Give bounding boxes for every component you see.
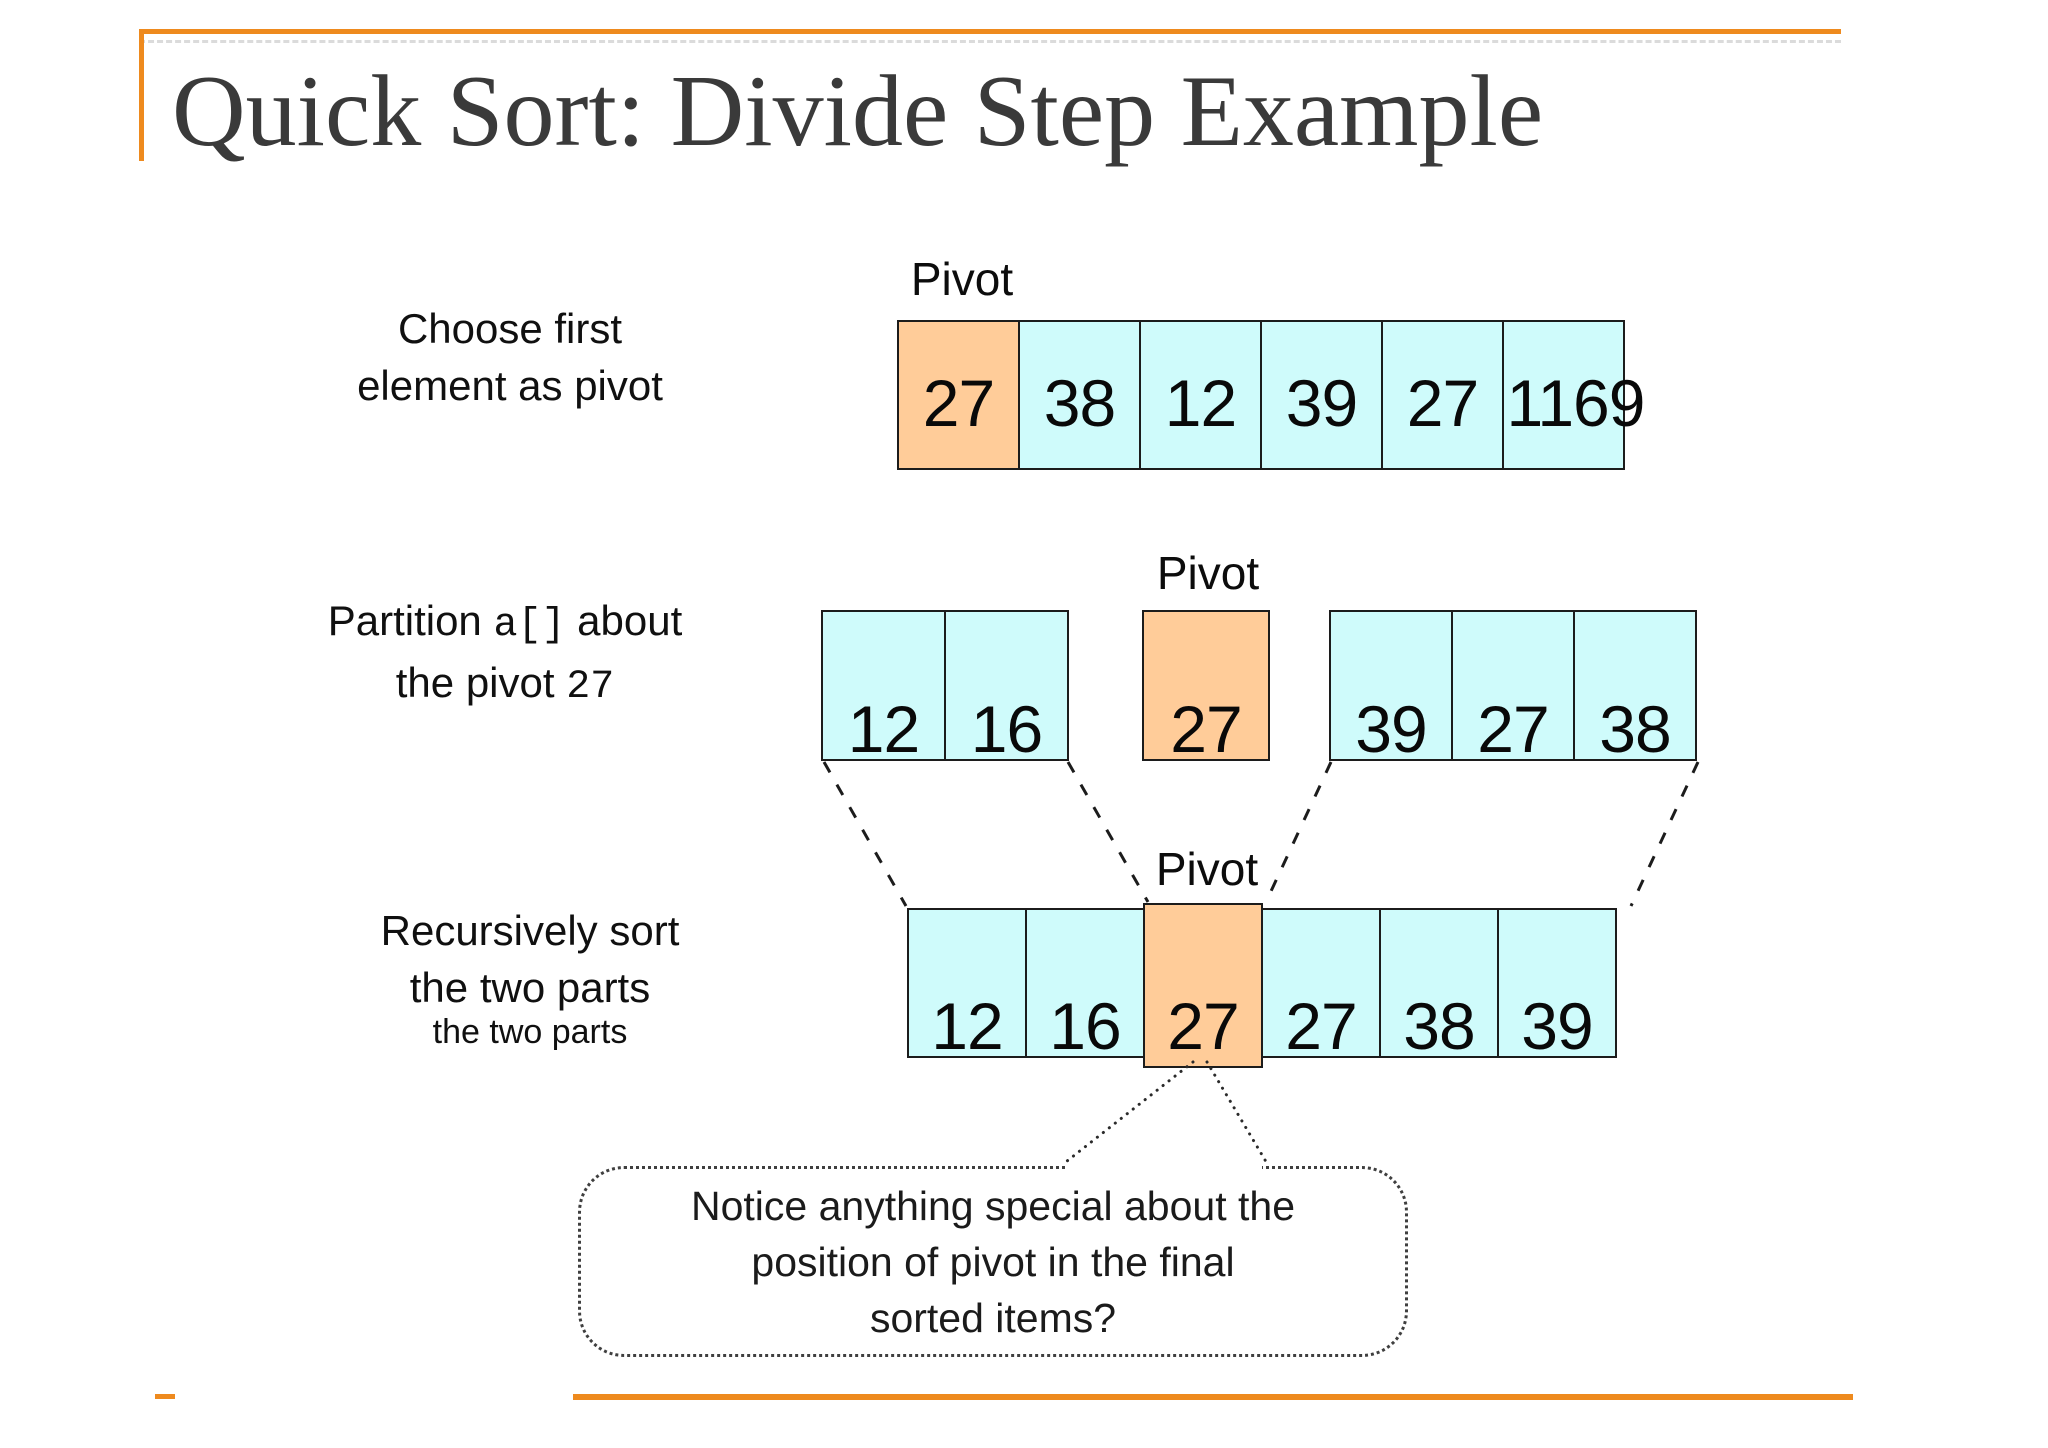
callout-line2: position of pivot in the final: [751, 1238, 1235, 1285]
cell-value: 27: [1477, 692, 1549, 766]
cell-value: 12: [1164, 366, 1237, 440]
step3-caption-line3: the two parts: [432, 1013, 628, 1051]
callout-line1: Notice anything special about the: [690, 1182, 1295, 1229]
array-cell: 12: [821, 610, 946, 766]
callout-bubble: Notice anything special about the positi…: [578, 1166, 1408, 1357]
array-cell: 1169: [1502, 320, 1645, 470]
cell-value: 27: [922, 366, 995, 440]
array-cell: 38: [1573, 610, 1697, 766]
step1-caption-line1: Choose first: [397, 305, 623, 352]
caption-text: about: [565, 597, 683, 644]
connector-line-right-outer: [1629, 761, 1700, 907]
cell-value: 12: [847, 692, 920, 766]
cell-value: 27: [1170, 692, 1242, 766]
step3-caption-line1: Recursively sort: [380, 907, 680, 954]
caption-code: 27: [566, 665, 615, 710]
step3-caption: Recursively sort the two parts the two p…: [270, 902, 790, 1052]
connector-line-left-inner: [1066, 761, 1150, 903]
step2-right-array: 39 27 38: [1329, 610, 1697, 766]
top-accent-dashed-line: [139, 40, 1841, 43]
array-cell: 39: [1329, 610, 1453, 766]
array-cell: 27: [1381, 320, 1504, 470]
callout-pointer-line-right: [1205, 1060, 1270, 1167]
bottom-accent-dash: [155, 1394, 175, 1399]
step2-pivot-label: Pivot: [1156, 547, 1260, 599]
cell-value: 38: [1599, 692, 1671, 766]
slide-title: Quick Sort: Divide Step Example: [172, 55, 1544, 168]
array-cell: 38: [1379, 908, 1499, 1063]
caption-text: the pivot: [395, 659, 567, 706]
step2-caption-line1: Partition a[] about: [255, 592, 755, 654]
connector-line-left-outer: [822, 761, 908, 907]
array-cell-pivot: 27: [1143, 903, 1263, 1068]
left-accent-line: [139, 29, 144, 161]
callout-pointer-line-left: [1060, 1060, 1195, 1167]
step2-caption-line2: the pivot 27: [255, 654, 755, 716]
step1-pivot-label: Pivot: [910, 253, 1014, 305]
callout-line3: sorted items?: [869, 1294, 1117, 1341]
cell-value: 16: [1049, 989, 1121, 1063]
array-cell: 12: [1139, 320, 1262, 470]
step1-caption: Choose first element as pivot: [250, 300, 770, 414]
caption-code: a[]: [493, 603, 566, 648]
step2-left-array: 12 16: [821, 610, 1069, 766]
array-cell-pivot: 27: [897, 320, 1020, 470]
cell-value: 38: [1403, 989, 1475, 1063]
array-cell: 39: [1497, 908, 1617, 1063]
cell-value: 27: [1167, 989, 1239, 1063]
array-cell: 27: [1451, 610, 1575, 766]
step3-pivot-label: Pivot: [1155, 843, 1259, 895]
cell-value: 1169: [1506, 366, 1646, 440]
cell-value: 27: [1406, 366, 1479, 440]
cell-value: 16: [970, 692, 1043, 766]
step1-array: 27 38 12 39 27 1169: [897, 320, 1645, 470]
step1-caption-line2: element as pivot: [357, 362, 663, 409]
array-cell: 16: [944, 610, 1069, 766]
step3-caption-line2: the two parts: [409, 964, 651, 1011]
caption-text: Partition: [327, 597, 494, 644]
bottom-accent-line: [573, 1394, 1853, 1400]
cell-value: 38: [1043, 366, 1116, 440]
top-accent-line: [139, 29, 1841, 34]
step2-caption: Partition a[] about the pivot 27: [255, 592, 755, 716]
array-cell: 16: [1025, 908, 1145, 1063]
array-cell: 12: [907, 908, 1027, 1063]
connector-line-right-inner: [1264, 761, 1333, 903]
step3-array: 12 16 27 27 38 39: [907, 903, 1617, 1073]
cell-value: 39: [1521, 989, 1593, 1063]
array-cell: 39: [1260, 320, 1383, 470]
cell-value: 39: [1355, 692, 1427, 766]
array-cell: 27: [1261, 908, 1381, 1063]
cell-value: 12: [931, 989, 1003, 1063]
array-cell: 38: [1018, 320, 1141, 470]
cell-value: 27: [1285, 989, 1357, 1063]
callout-pointer-gap: [1066, 1162, 1262, 1173]
cell-value: 39: [1285, 366, 1358, 440]
step2-pivot-cell: 27: [1142, 610, 1270, 766]
